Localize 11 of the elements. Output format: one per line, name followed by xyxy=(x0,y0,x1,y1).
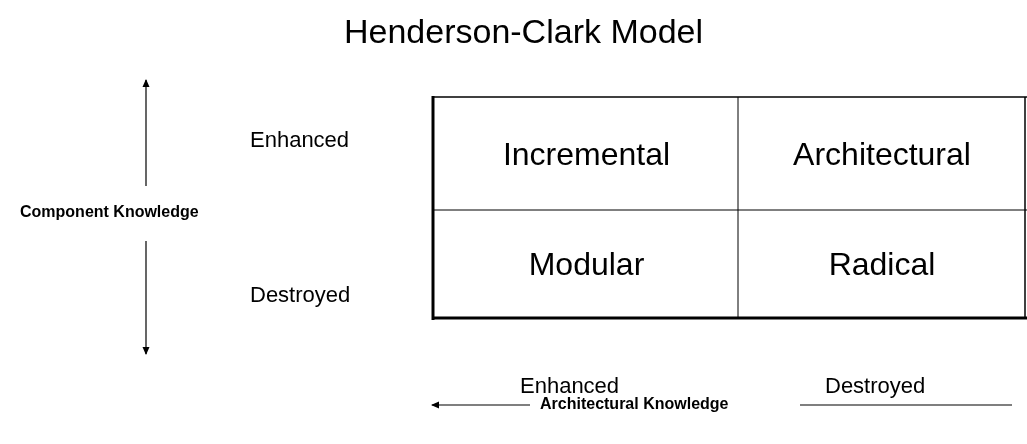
axis-value-label: Enhanced xyxy=(250,127,350,153)
diagram-title: Henderson-Clark Model xyxy=(343,12,703,50)
quadrant-label: Architectural xyxy=(793,136,971,173)
quadrant-label: Incremental xyxy=(502,136,671,173)
axis-title: Architectural Knowledge xyxy=(540,395,729,413)
quadrant-label: Radical xyxy=(828,245,936,283)
axis-value-label: Enhanced xyxy=(520,373,620,398)
quadrant-label: Modular xyxy=(528,245,645,283)
axis-value-label: Destroyed xyxy=(250,282,351,308)
axis-title: Component Knowledge xyxy=(20,203,199,221)
axis-value-label: Destroyed xyxy=(825,373,926,399)
